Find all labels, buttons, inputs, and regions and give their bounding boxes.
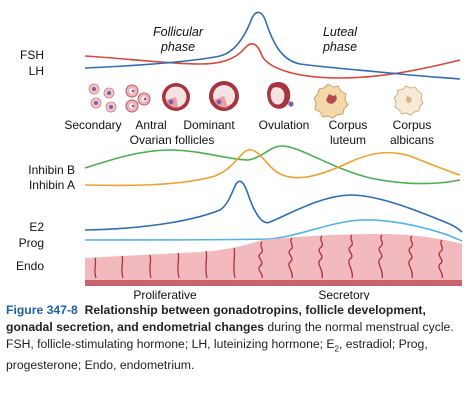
- stage-label-dominant: Dominant: [183, 118, 235, 132]
- follicular-phase-label: Follicular: [153, 25, 204, 39]
- fsh-curve: [84, 43, 461, 79]
- luteal-phase-label: Luteal: [323, 25, 358, 39]
- inhibin-a-curve: [84, 148, 461, 187]
- secretory-label: Secretory: [318, 288, 369, 300]
- figure-caption: Figure 347-8 Relationship between gonado…: [6, 302, 466, 374]
- caption-subscript: 2: [334, 344, 339, 354]
- ovulation-follicle-icon-pre: [209, 81, 239, 111]
- fsh-label: FSH: [20, 48, 44, 62]
- corpus-albicans-icon: [393, 85, 424, 116]
- dominant-follicle-icon: [162, 83, 190, 111]
- follicular-phase-label-line2: phase: [160, 40, 195, 54]
- proliferative-label: Proliferative: [133, 288, 197, 300]
- stage-label-corpus-albicans-2: albicans: [390, 133, 434, 147]
- antral-follicle-icon: [125, 84, 151, 113]
- stage-label-corpus-albicans-1: Corpus: [393, 118, 432, 132]
- inhibin-a-label: Inhibin A: [29, 178, 75, 192]
- stage-label-corpus-luteum-1: Corpus: [329, 118, 368, 132]
- stage-label-secondary: Secondary: [64, 118, 121, 132]
- e2-label: E2: [29, 220, 44, 234]
- prog-label: Prog: [19, 236, 44, 250]
- caption-body-2: , estradiol; Prog, progesterone; Endo, e…: [6, 337, 428, 373]
- e2-curve: [84, 180, 463, 233]
- figure-title: Relationship between gonadotropins, foll…: [6, 303, 426, 334]
- ovarian-follicles-label: Ovarian follicles: [130, 133, 215, 147]
- luteal-phase-label-line2: phase: [322, 40, 357, 54]
- endometrium-illustration: [85, 234, 462, 286]
- stage-label-corpus-luteum-2: luteum: [330, 133, 366, 147]
- secondary-follicle-icon: [88, 83, 117, 113]
- menstrual-cycle-diagram: Follicular phase Luteal phase FSH LH: [16, 11, 463, 300]
- ovulation-follicle-icon: [267, 81, 294, 109]
- lh-curve: [84, 11, 461, 80]
- stage-label-antral: Antral: [135, 118, 166, 132]
- inhibin-b-curve: [84, 145, 461, 185]
- lh-label: LH: [29, 64, 44, 78]
- prog-curve: [84, 219, 463, 242]
- caption-body-1: during the normal menstrual cycle. FSH, …: [6, 320, 454, 351]
- stage-label-ovulation: Ovulation: [259, 118, 310, 132]
- inhibin-b-label: Inhibin B: [28, 163, 75, 177]
- figure-number: Figure 347-8: [6, 303, 78, 317]
- corpus-luteum-icon: [313, 83, 349, 119]
- endo-label: Endo: [16, 259, 44, 273]
